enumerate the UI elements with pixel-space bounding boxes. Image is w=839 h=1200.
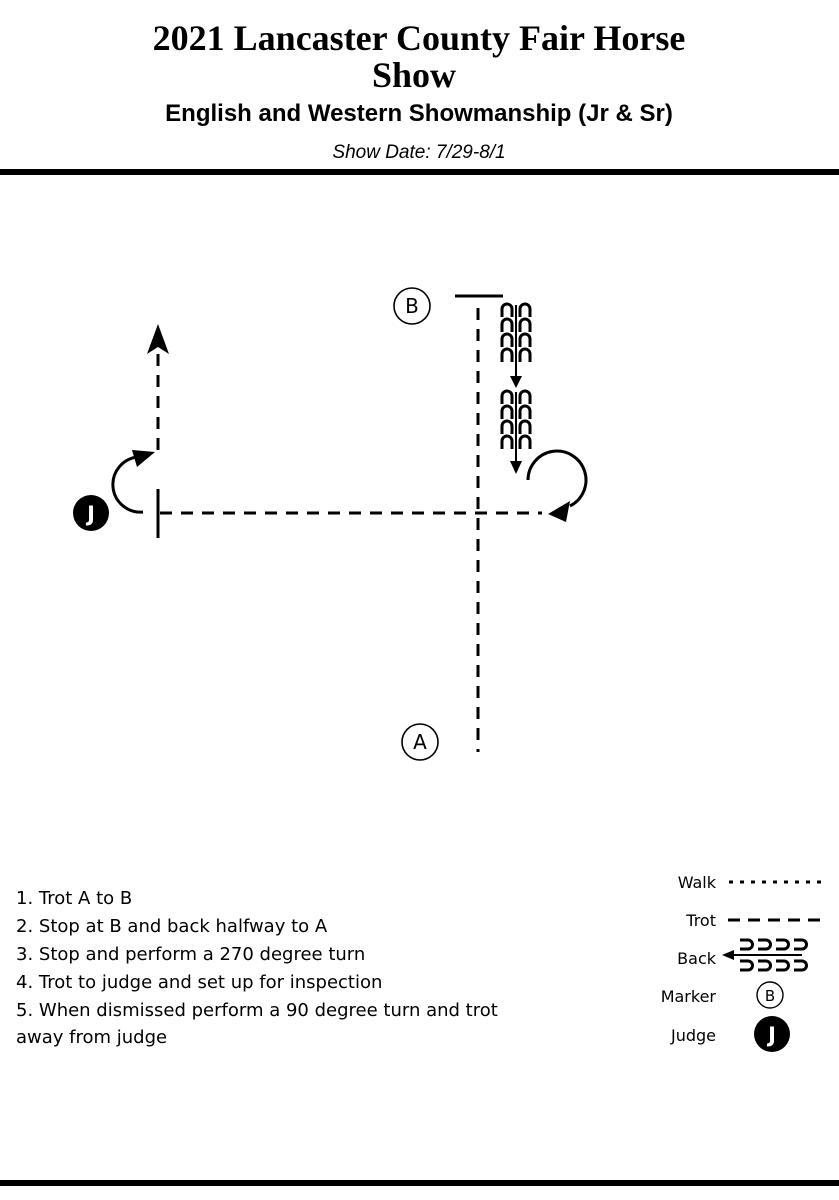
title-line-1: 2021 Lancaster County Fair Horse — [153, 18, 686, 58]
header: 2021 Lancaster County Fair Horse Show En… — [0, 18, 839, 175]
instruction-2: 2. Stop at B and back halfway to A — [16, 916, 328, 937]
legend-trot-label: Trot — [685, 911, 716, 930]
legend-judge-symbol: J — [754, 1016, 790, 1052]
turn-270-arrow — [526, 449, 588, 522]
svg-text:B: B — [405, 294, 419, 318]
header-divider — [0, 169, 839, 175]
show-date: Show Date: 7/29-8/1 — [332, 142, 505, 163]
instruction-1: 1. Trot A to B — [16, 888, 132, 909]
back-path-symbol — [500, 302, 532, 474]
legend: Walk Trot Back Marker B Judge J — [661, 873, 826, 1052]
turn-90-arrow — [111, 450, 155, 514]
svg-text:B: B — [765, 987, 775, 1005]
instruction-5-cont: away from judge — [16, 1027, 167, 1048]
svg-text:A: A — [413, 730, 427, 754]
judge-marker: J — [73, 495, 109, 531]
instruction-4: 4. Trot to judge and set up for inspecti… — [16, 972, 382, 993]
svg-text:J: J — [766, 1023, 776, 1047]
title-line-2: Show — [372, 55, 456, 95]
legend-back-symbol — [722, 938, 808, 972]
instructions-list: 1. Trot A to B 2. Stop at B and back hal… — [16, 888, 498, 1048]
arrow-up-icon — [147, 324, 169, 354]
subtitle: English and Western Showmanship (Jr & Sr… — [165, 100, 673, 127]
instruction-3: 3. Stop and perform a 270 degree turn — [16, 944, 365, 965]
pattern-diagram: B — [73, 287, 588, 761]
legend-back-label: Back — [677, 949, 717, 968]
legend-marker-symbol: B — [756, 981, 784, 1009]
svg-text:J: J — [85, 502, 95, 526]
legend-marker-label: Marker — [661, 987, 717, 1006]
legend-walk-label: Walk — [678, 873, 717, 892]
marker-b: B — [393, 287, 431, 325]
instruction-5: 5. When dismissed perform a 90 degree tu… — [16, 1000, 498, 1021]
legend-judge-label: Judge — [670, 1026, 716, 1045]
marker-a: A — [401, 723, 439, 761]
footer-divider — [0, 1180, 839, 1186]
